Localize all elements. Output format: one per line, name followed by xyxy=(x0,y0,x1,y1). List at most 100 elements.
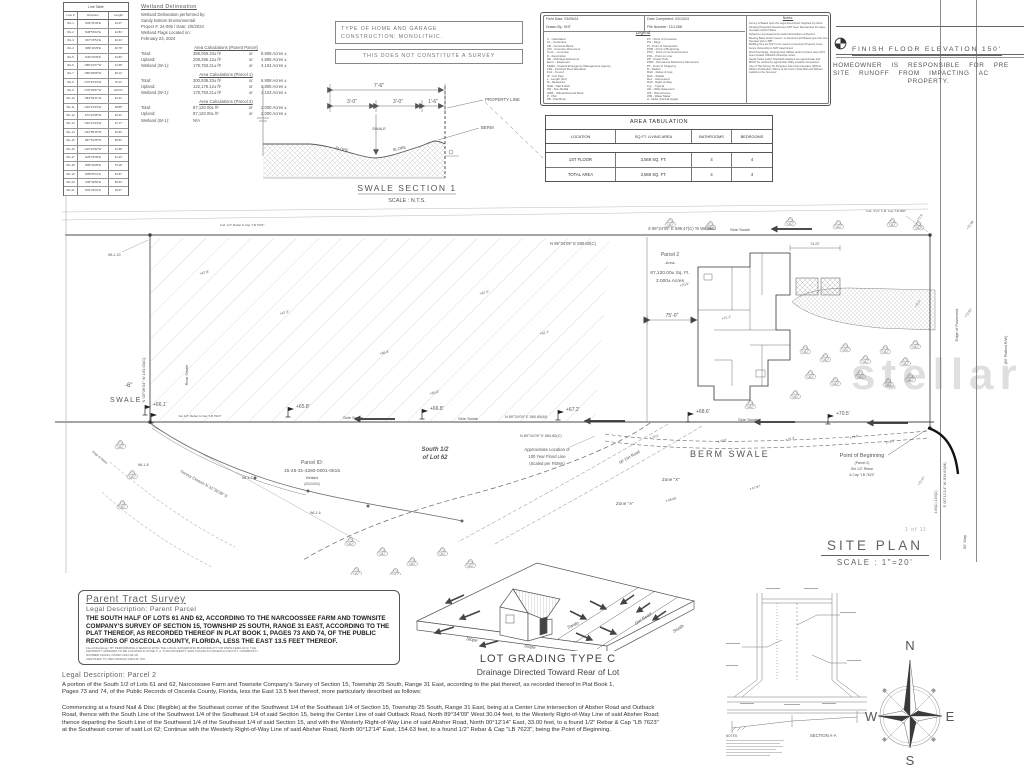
svg-text:Parcel ID:: Parcel ID: xyxy=(301,460,323,466)
swale-dim-b: 3'-0" xyxy=(393,99,403,105)
grade-spot-labels: +67.8' +67.3' +66.9' +67.5' +61.1' +65.8… xyxy=(199,270,732,396)
west-bearing-label: N 00°06'04" W 150.00(C) xyxy=(141,357,146,403)
parent-tract-box: Parent Tract Survey Legal Description: P… xyxy=(78,590,400,666)
table-row: DE - Drainage Easement xyxy=(547,57,580,62)
swale-ground-profile xyxy=(263,140,446,159)
berm-swale-lines xyxy=(604,430,929,449)
wetland-hatch-area xyxy=(150,238,610,422)
svg-text:+70.5': +70.5' xyxy=(836,411,850,417)
compass-n: N xyxy=(905,638,914,653)
road-spot-labels: +72.9' +72.98' +72.4' +72.62' +72.47' xyxy=(914,213,975,487)
svg-text:+70.6': +70.6' xyxy=(679,282,690,288)
drawn-by: Drawn By: SHT xyxy=(546,25,571,29)
rear-swale-label: Rear Swale xyxy=(184,364,189,385)
table-row: CB - Concrete Block xyxy=(547,43,574,48)
swale6-depth: -6" xyxy=(125,383,132,389)
legend-notes-divider xyxy=(746,15,747,104)
parcel-id-label: Parcel ID: 15-25-31-4260-0001-0615 Wetla… xyxy=(284,460,340,486)
set-rebar-label: Set 1/2" Rebar & Cap "LB 7623" xyxy=(179,414,222,418)
svg-text:Side Swale: Side Swale xyxy=(738,417,759,422)
table-row: CL - Centerline xyxy=(547,40,567,45)
legend-title: Legend xyxy=(635,30,651,35)
table-row: PP - Power Pole xyxy=(647,57,669,62)
homeowner-note: HOMEOWNER IS RESPONSIBLE FOR PRE SITE RU… xyxy=(833,62,1024,87)
driveway-plan-lines xyxy=(727,593,867,714)
table-row: Rad. - Radial xyxy=(647,73,664,78)
table-row: WF - Wood Fence xyxy=(647,90,671,95)
swale-dim-a: 3'-0" xyxy=(347,99,357,105)
swale-slope-right: SLOPE xyxy=(392,145,406,152)
site-plan-title: SITE PLAN xyxy=(820,538,930,556)
parent-tract-subtitle: Legal Description: Parent Parcel xyxy=(86,606,197,613)
driveway-notes-marks xyxy=(726,740,784,756)
top-bearing-2: N 89°34'09" E 580.80(C) xyxy=(550,241,596,246)
lot-house xyxy=(499,588,561,642)
swale-label: SWALE xyxy=(372,126,386,131)
site-plan-title-block: SITE PLAN SCALE : 1"=20' xyxy=(795,537,955,567)
svg-text:+67.3': +67.3' xyxy=(279,310,290,316)
svg-text:(02/24/24): (02/24/24) xyxy=(304,482,319,486)
legal-parcel2-para1: A portion of the South 1/2 of Lots 61 an… xyxy=(62,682,615,696)
svg-text:Approximate Location of: Approximate Location of xyxy=(524,447,570,452)
table-row: Use of This Survey for Purposes other th… xyxy=(749,64,823,75)
road-line-east-edge xyxy=(976,0,977,562)
homeowner-line3: PROPERTY. xyxy=(907,78,950,86)
wetland-boundary xyxy=(101,422,464,568)
sheet-note: 1 of 11 xyxy=(905,527,927,533)
svg-text:87,120.00± Sq. Ft.: 87,120.00± Sq. Ft. xyxy=(650,270,689,276)
wl8-label: WL1-8 xyxy=(138,463,149,467)
flood-disclaimer-3: NUMBER 120194, DATED 2013-06-18. xyxy=(86,653,139,658)
top-bearing: S 89°34'09" E 599.47(C) To Wetland xyxy=(648,226,716,231)
construction-type-box: TYPE OF HOME AND GARAGE CONSTRUCTION: MO… xyxy=(335,21,523,44)
flood-leader xyxy=(569,435,596,448)
table-row: Building Ties are NOT to be used to reco… xyxy=(749,43,824,47)
table-row: Project #: 24-005 / Date: 2/5/2024 xyxy=(141,24,204,30)
table-row: Survey is Based upon the Legal Descripti… xyxy=(749,22,823,25)
svg-text:x 68.98': x 68.98' xyxy=(665,496,677,503)
svg-text:+66.1': +66.1' xyxy=(153,402,167,408)
homeowner-line1: HOMEOWNER IS RESPONSIBLE FOR PRE xyxy=(833,62,1009,69)
svg-text:+72.4': +72.4' xyxy=(914,299,922,309)
svg-text:South 1/2: South 1/2 xyxy=(421,447,449,453)
title-rule-3 xyxy=(836,57,1024,58)
fnd-cm-leader xyxy=(905,215,929,233)
top-side-swale: Side Swale xyxy=(730,227,751,232)
svg-text:Side Swale: Side Swale xyxy=(458,416,479,421)
table-row: R&C - Rebar & Cap xyxy=(647,70,673,75)
flood-disclaimer-1: Flood Disclaimer: BY PERFORMING A SEARCH… xyxy=(86,645,257,650)
table-row: R/W - Right-of-Way xyxy=(647,80,672,85)
area-calc-section-title: Area Calculations (Parent Parcel) xyxy=(194,44,258,50)
svg-text:+67.8': +67.8' xyxy=(199,270,210,276)
table-row: Wetland Delineation performed by: xyxy=(141,12,206,17)
compass-e: E xyxy=(946,709,955,724)
legend-header-rule xyxy=(543,31,745,32)
table-row: UE - Utility Easement xyxy=(647,87,675,92)
table-row: Wetland Flags Located on: xyxy=(141,30,191,36)
wetland-note-title: Wetland Delineation xyxy=(141,4,197,10)
area-tab-blank-row xyxy=(546,144,772,153)
table-row: PB - Plat Book xyxy=(547,97,566,102)
compass-rose: N W E S xyxy=(865,638,955,768)
compass-w: W xyxy=(865,709,878,724)
svg-text:Slope: Slope xyxy=(524,643,537,650)
dim-tie1: 74.22' xyxy=(810,242,820,246)
wetland-area-calcs: Area Calculations (Parent Parcel)Total:3… xyxy=(141,45,311,124)
table-row: Fence Ownership is NOT determined. xyxy=(749,47,794,51)
table-row: Fnd. - Found xyxy=(547,70,564,75)
flood-line-label: Approximate Location of 100 Year Flood L… xyxy=(524,447,570,466)
table-row: WM - Water Meter xyxy=(647,93,671,98)
way50-label: 50' Way xyxy=(962,535,967,549)
site-plan-scale: SCALE : 1"=20' xyxy=(836,558,914,567)
svg-text:Swale: Swale xyxy=(566,620,580,630)
swale-slope-left: SLOPE xyxy=(335,145,349,153)
